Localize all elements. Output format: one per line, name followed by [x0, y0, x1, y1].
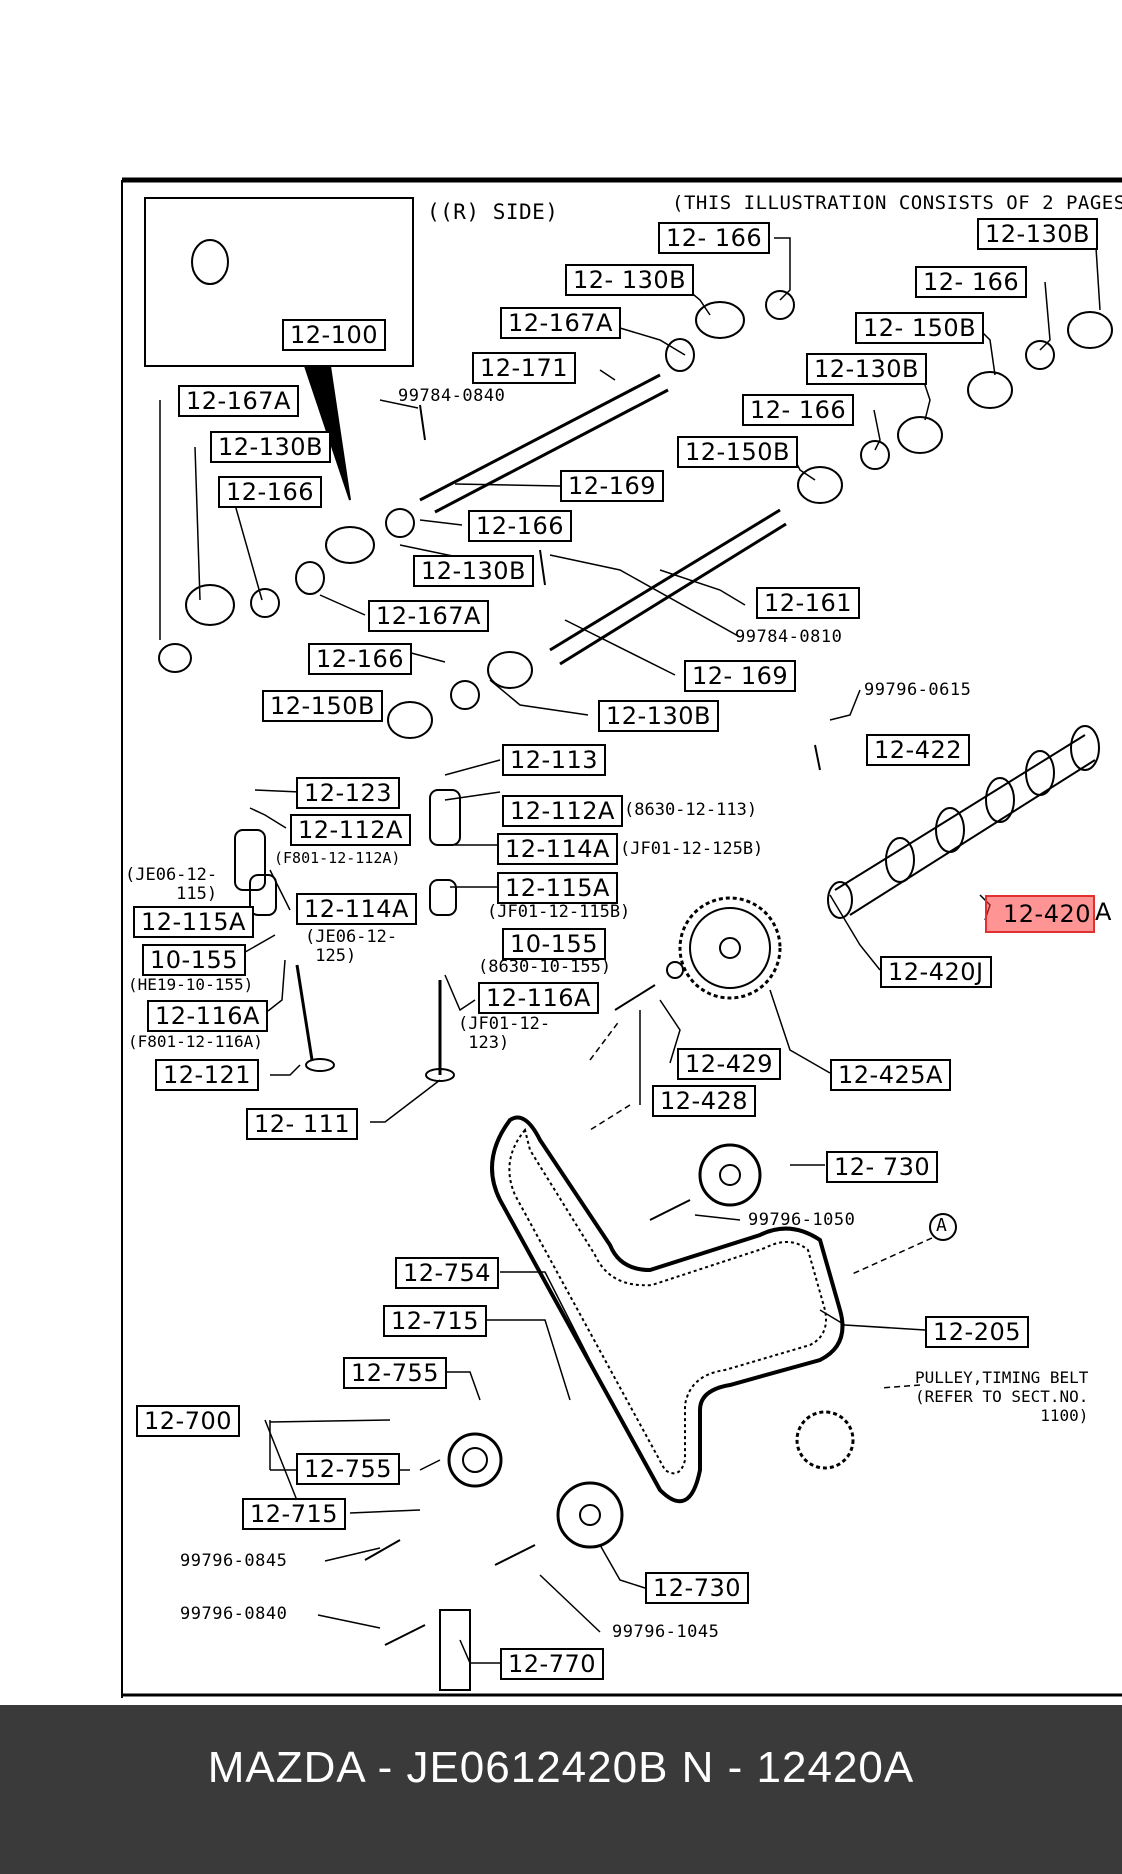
part-number: 99796-1050 [748, 1210, 856, 1230]
part-title: MAZDA - JE0612420B N - 12420A [207, 1743, 915, 1792]
part-label: 12-755 [343, 1357, 448, 1389]
supersede-note: (JF01-12- 123) [458, 1014, 551, 1053]
supersede-note: (JE06-12- 125) [305, 927, 398, 966]
part-label: 12-715 [383, 1305, 488, 1337]
part-label: 12-116A [478, 982, 599, 1014]
part-label: 12-130B [413, 555, 534, 587]
part-label: 12-429 [677, 1048, 782, 1080]
part-label: 12-171 [472, 352, 577, 384]
part-label: 12-114A [296, 893, 417, 925]
part-number: 99784-0810 [735, 627, 843, 647]
part-number: 99796-0840 [180, 1604, 288, 1624]
callout-a: A [936, 1215, 948, 1236]
side-label: ((R) SIDE) [427, 200, 559, 224]
supersede-note: (F801-12-116A) [128, 1032, 263, 1051]
part-label: 12- 166 [915, 266, 1028, 298]
pulley-reference-note: PULLEY,TIMING BELT (REFER TO SECT.NO. 11… [915, 1368, 1089, 1425]
part-label: 12-123 [296, 777, 401, 809]
part-label: 12-754 [395, 1257, 500, 1289]
part-label: 12-420J [880, 956, 992, 988]
part-label: 12-166 [468, 510, 573, 542]
part-label: 12-113 [502, 744, 607, 776]
part-label: 12-150B [677, 436, 798, 468]
part-label: 12-425A [830, 1059, 951, 1091]
pages-note: (THIS ILLUSTRATION CONSISTS OF 2 PAGES) [672, 192, 1122, 214]
highlighted-part-suffix: A [1095, 898, 1112, 926]
footer-bar: MAZDA - JE0612420B N - 12420A [0, 1705, 1122, 1874]
part-label: 12-115A [133, 906, 254, 938]
part-label: 12-115A [497, 872, 618, 904]
part-label: 12-100 [282, 319, 387, 351]
part-label: 12- 169 [684, 660, 797, 692]
part-label: 12-121 [155, 1059, 260, 1091]
supersede-note: (JF01-12-125B) [620, 839, 764, 859]
part-label: 12-167A [178, 385, 299, 417]
part-label: 12-130B [977, 218, 1098, 250]
part-label: 10-155 [502, 928, 607, 960]
parts-diagram: (THIS ILLUSTRATION CONSISTS OF 2 PAGES) … [121, 177, 1122, 1698]
part-label: 12-114A [497, 833, 618, 865]
part-label: 12-150B [262, 690, 383, 722]
part-label: 12-428 [652, 1085, 757, 1117]
supersede-note: (JF01-12-115B) [487, 902, 631, 922]
supersede-note: (8630-10-155) [478, 957, 612, 977]
part-label: 10-155 [142, 944, 247, 976]
part-number: 99796-0615 [864, 680, 972, 700]
part-label: 12- 130B [565, 264, 695, 296]
supersede-note: (8630-12-113) [624, 800, 758, 820]
part-label: 12-755 [296, 1453, 401, 1485]
part-number: 99796-0845 [180, 1551, 288, 1571]
part-label: 12-730 [645, 1572, 750, 1604]
part-label: 12- 111 [246, 1108, 359, 1140]
highlighted-part-box[interactable] [985, 895, 1095, 933]
part-label: 12-116A [147, 1000, 268, 1032]
part-label: 12-130B [806, 353, 927, 385]
part-number: 99784-0840 [398, 386, 506, 406]
supersede-note: (HE19-10-155) [128, 975, 254, 994]
part-label: 12- 730 [826, 1151, 939, 1183]
part-label: 12- 166 [658, 222, 771, 254]
part-label: 12-112A [502, 795, 623, 827]
part-label: 12-205 [925, 1316, 1030, 1348]
supersede-note: (JE06-12- 115) [125, 865, 218, 904]
part-label: 12-161 [756, 587, 861, 619]
part-label: 12-167A [500, 307, 621, 339]
part-label: 12- 166 [742, 394, 855, 426]
part-label: 12-422 [866, 734, 971, 766]
part-number: 99796-1045 [612, 1622, 720, 1642]
part-label: 12-715 [242, 1498, 347, 1530]
part-label: 12-167A [368, 600, 489, 632]
highlighted-part-label[interactable]: 12-420 [1003, 900, 1092, 928]
part-label: 12-112A [290, 814, 411, 846]
supersede-note: (F801-12-112A) [274, 849, 401, 867]
part-label: 12-700 [136, 1405, 241, 1437]
part-label: 12-770 [500, 1648, 605, 1680]
part-label: 12-166 [308, 643, 413, 675]
part-label: 12-130B [210, 431, 331, 463]
part-label: 12-166 [218, 476, 323, 508]
part-label: 12-169 [560, 470, 665, 502]
part-label: 12- 150B [855, 312, 985, 344]
part-label: 12-130B [598, 700, 719, 732]
